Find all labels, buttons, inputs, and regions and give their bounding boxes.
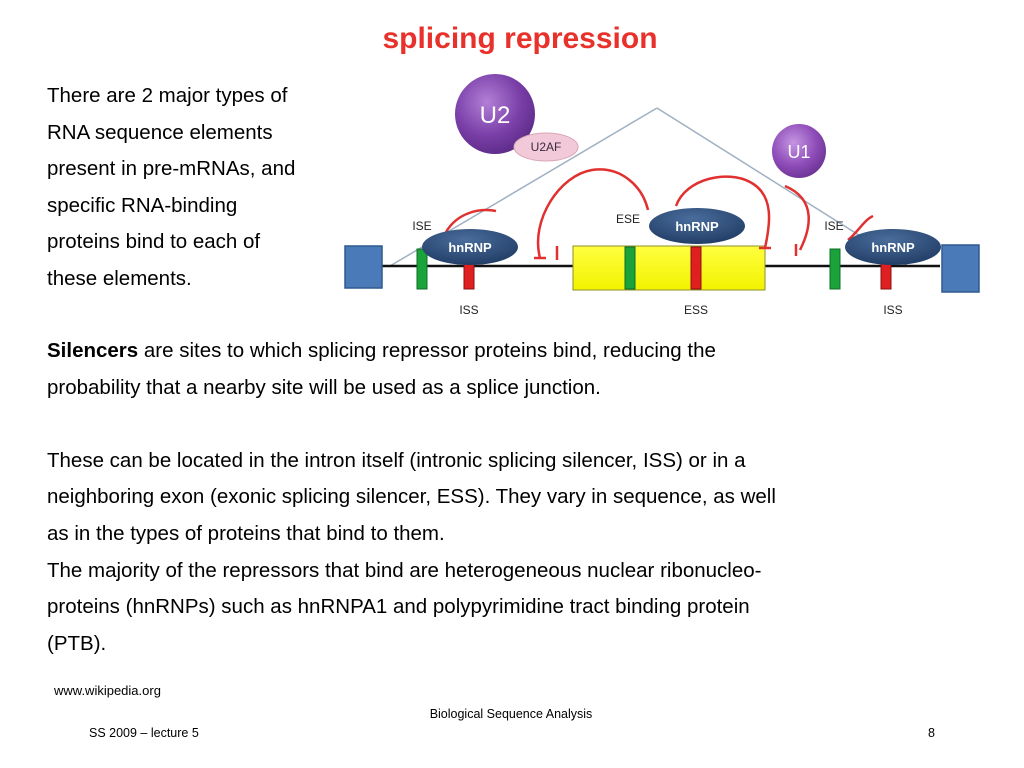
body-text: Silencers are sites to which splicing re… xyxy=(47,333,987,662)
repression-arrow-right xyxy=(784,184,810,251)
repression-arrows xyxy=(444,168,874,259)
intro-line: RNA sequence elements xyxy=(47,120,273,144)
body-line: (PTB). xyxy=(47,631,107,655)
ise-right-label: ISE xyxy=(824,219,843,233)
hnrnp-right xyxy=(845,229,941,265)
hnrnp-center-label: hnRNP xyxy=(675,219,719,234)
iss-left-label: ISS xyxy=(459,303,478,317)
footer-course: Biological Sequence Analysis xyxy=(429,707,593,721)
ese-element xyxy=(624,246,636,290)
iss-right-label: ISS xyxy=(883,303,902,317)
exon-left xyxy=(344,245,383,289)
iss-right-element xyxy=(880,263,892,290)
intro-paragraph: There are 2 major types of RNA sequence … xyxy=(47,78,377,298)
paragraph-gap xyxy=(47,406,987,443)
iss-left-element xyxy=(463,263,475,290)
u1-label: U1 xyxy=(787,142,810,162)
exon-right xyxy=(941,244,980,293)
intro-line: these elements. xyxy=(47,266,192,290)
u1-snrnp xyxy=(772,124,826,178)
repression-arrow-center-left xyxy=(536,168,650,259)
body-line: as in the types of proteins that bind to… xyxy=(47,521,445,545)
slide-title: splicing repression xyxy=(382,22,658,55)
u2-snrnp xyxy=(455,74,535,154)
silencers-definition: are sites to which splicing repressor pr… xyxy=(138,339,716,362)
u2af-protein xyxy=(513,132,579,162)
ese-label: ESE xyxy=(616,212,640,226)
repression-bars xyxy=(534,244,798,260)
body-line: probability that a nearby site will be u… xyxy=(47,375,601,399)
hnrnp-left xyxy=(422,229,518,265)
hnrnp-center xyxy=(649,208,745,244)
u2af-label: U2AF xyxy=(531,140,562,154)
body-line: These can be located in the intron itsel… xyxy=(47,448,746,472)
silencers-line: Silencers are sites to which splicing re… xyxy=(47,333,987,370)
body-line: proteins (hnRNPs) such as hnRNPA1 and po… xyxy=(47,595,750,619)
footer-lecture: SS 2009 – lecture 5 xyxy=(89,726,199,740)
silencers-term: Silencers xyxy=(47,339,139,362)
ise-left-label: ISE xyxy=(412,219,431,233)
hnrnp-left-label: hnRNP xyxy=(448,240,492,255)
hnrnp-right-label: hnRNP xyxy=(871,240,915,255)
body-line: neighboring exon (exonic splicing silenc… xyxy=(47,485,776,509)
ess-element xyxy=(690,246,702,290)
intro-line: specific RNA-binding xyxy=(47,193,238,217)
repression-arrow-far-right xyxy=(847,214,874,241)
source-link[interactable]: www.wikipedia.org xyxy=(54,683,161,698)
ess-label: ESS xyxy=(684,303,708,317)
exon-middle xyxy=(572,245,766,291)
intro-line: proteins bind to each of xyxy=(47,230,261,254)
intro-line: There are 2 major types of xyxy=(47,84,288,107)
body-line: The majority of the repressors that bind… xyxy=(47,558,762,582)
u2-label: U2 xyxy=(480,102,511,129)
intro-line: present in pre-mRNAs, and xyxy=(47,157,296,181)
splicing-diagram: ISE ISS ESE ESS ISE ISS U2 U2AF U1 hnRNP… xyxy=(344,74,980,317)
repression-arrow-center-right xyxy=(674,175,771,249)
repression-arrow-left xyxy=(444,208,497,233)
ise-right-element xyxy=(829,248,841,290)
ise-left-element xyxy=(416,248,428,290)
footer-page-number: 8 xyxy=(928,726,935,740)
